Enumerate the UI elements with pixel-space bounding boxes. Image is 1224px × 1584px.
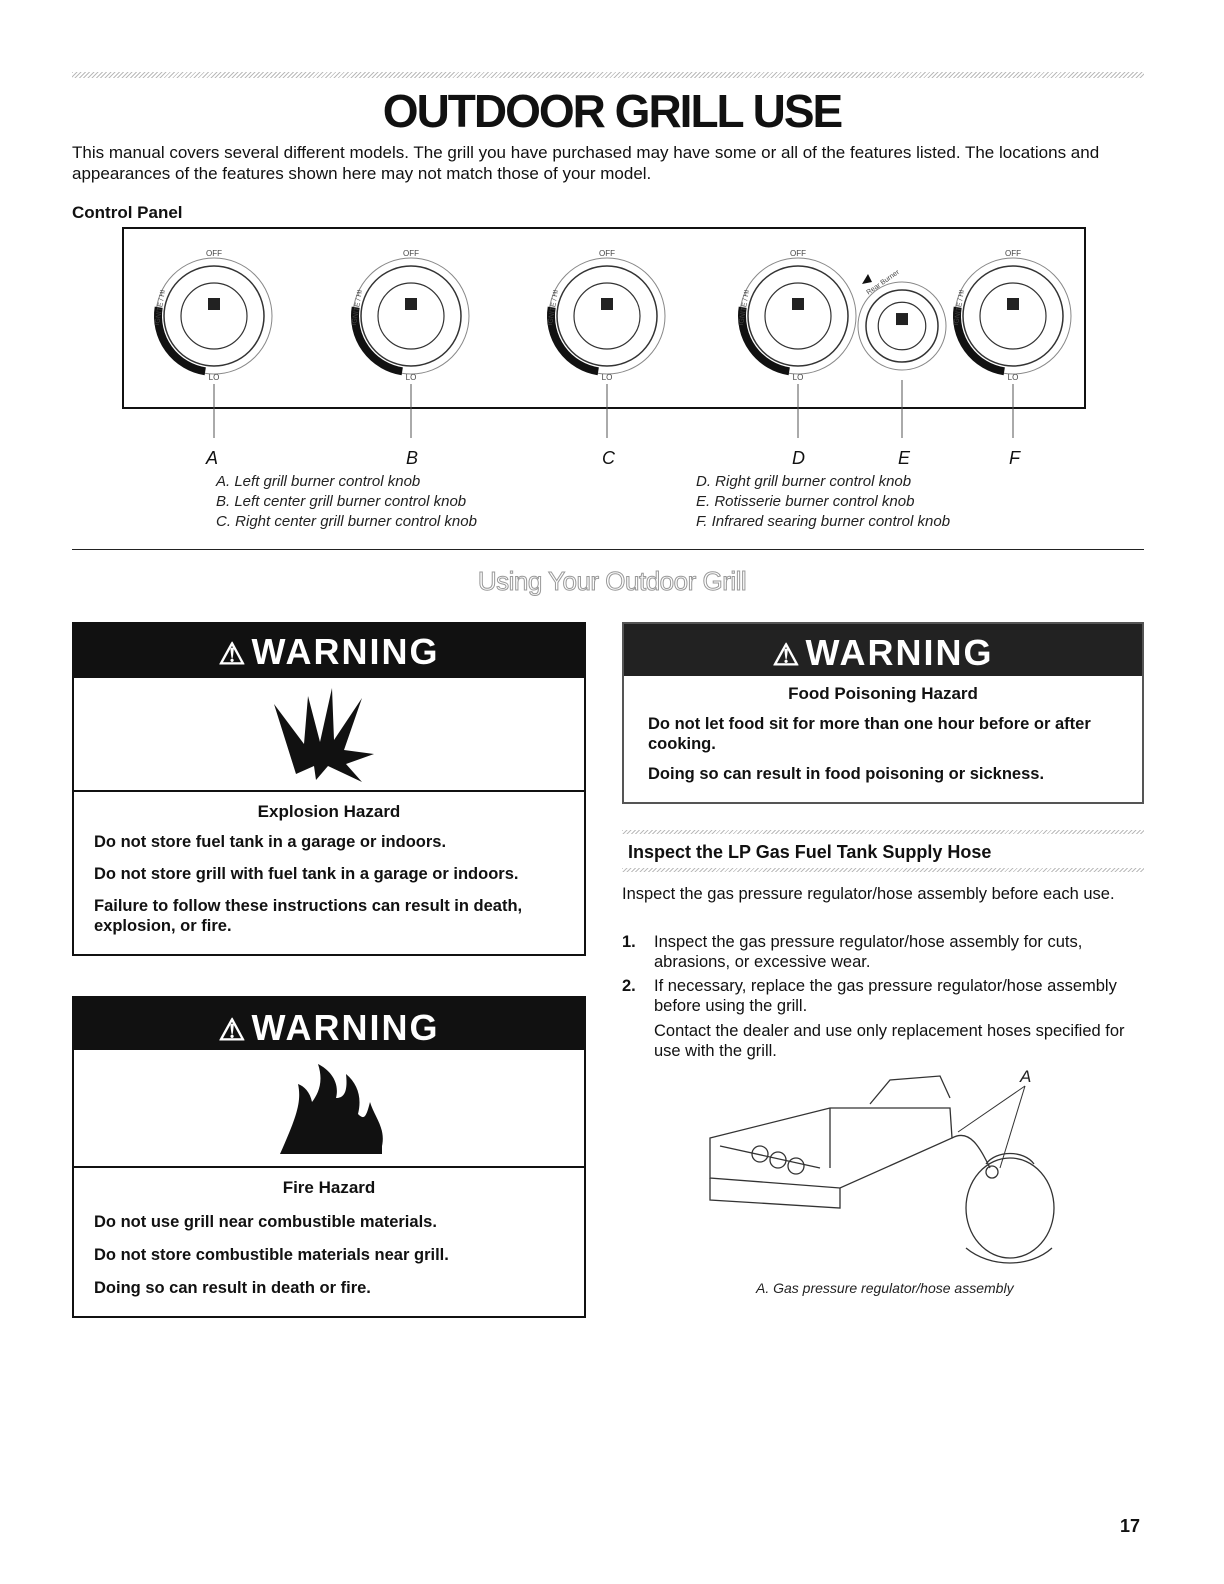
step-number: 2. (622, 977, 636, 995)
hazard-line: Do not store combustible materials near … (94, 1246, 449, 1264)
control-panel-heading: Control Panel (72, 203, 183, 222)
letter-f: F (1009, 448, 1020, 468)
letter-a: A (206, 448, 219, 468)
letter-e: E (898, 448, 911, 468)
knob-off-label: OFF (206, 249, 222, 258)
legend-item: D. Right grill burner control knob (696, 473, 912, 490)
warning-label: WARNING (805, 632, 994, 673)
letter-c: C (602, 448, 615, 468)
hazard-title: Explosion Hazard (257, 802, 401, 821)
legend-item: F. Infrared searing burner control knob (696, 513, 951, 530)
warning-explosion: ⚠WARNING Explosion Hazard Do not store f… (72, 622, 586, 956)
hazard-title: Fire Hazard (282, 1178, 376, 1197)
warning-banner: ⚠WARNING (74, 998, 584, 1050)
knob-lo-label: LO (602, 373, 613, 382)
legend-right: D. Right grill burner control knob E. Ro… (696, 472, 950, 532)
section-title: Using Your Outdoor Grill (477, 566, 747, 597)
warning-body: Food Poisoning Hazard Do not let food si… (630, 676, 1136, 800)
section-divider (72, 549, 1144, 550)
step-number: 1. (622, 933, 636, 951)
page-title: OUTDOOR GRILL USE (382, 85, 843, 137)
knob-lo-label: LO (1008, 373, 1019, 382)
flame-icon (862, 274, 872, 284)
warning-banner: ⚠WARNING (74, 624, 584, 678)
grill-tank-illustration: A (709, 1068, 1055, 1264)
knob-lo-label: LO (406, 373, 417, 382)
control-panel-figure (122, 227, 1086, 409)
step-note: Contact the dealer and use only replacem… (654, 1022, 1125, 1060)
knob-off-label: OFF (1005, 249, 1021, 258)
legend-item: C. Right center grill burner control kno… (216, 513, 477, 530)
warning-triangle-icon: ⚠ (218, 638, 248, 671)
fire-icon (280, 1064, 383, 1154)
warning-banner: ⚠WARNING (624, 624, 1142, 676)
knob-off-label: OFF (790, 249, 806, 258)
hazard-line: Do not store fuel tank in a garage or in… (94, 833, 447, 851)
hazard-line: Do not let food sit for more than one ho… (648, 715, 1091, 753)
explosion-icon (274, 688, 374, 782)
intro-paragraph: This manual covers several different mod… (72, 143, 1100, 183)
letter-b: B (406, 448, 419, 468)
warning-food-poisoning: ⚠WARNING Food Poisoning Hazard Do not le… (622, 622, 1144, 804)
warning-label: WARNING (251, 1007, 440, 1048)
subsection-rule (622, 868, 1144, 872)
legend-item: B. Left center grill burner control knob (216, 493, 467, 510)
step-text: Inspect the gas pressure regulator/hose … (654, 933, 1083, 971)
hazard-symbol-area (74, 1050, 584, 1168)
legend-item: A. Left grill burner control knob (216, 473, 421, 490)
letter-d: D (792, 448, 805, 468)
warning-fire: ⚠WARNING Fire Hazard Do not use grill ne… (72, 996, 586, 1318)
legend-left: A. Left grill burner control knob B. Lef… (216, 472, 477, 532)
warning-triangle-icon: ⚠ (772, 639, 802, 672)
hazard-symbol-area (74, 678, 584, 792)
legend-item: E. Rotisserie burner control knob (696, 493, 915, 510)
figure-caption: A. Gas pressure regulator/hose assembly (756, 1280, 1014, 1296)
hazard-line: Doing so can result in death or fire. (94, 1279, 371, 1297)
knob-off-label: OFF (403, 249, 419, 258)
knob-lo-label: LO (793, 373, 804, 382)
hazard-line: Do not store grill with fuel tank in a g… (94, 865, 519, 883)
warning-label: WARNING (251, 631, 440, 672)
hazard-line: Failure to follow these instructions can… (94, 897, 523, 935)
step-text: If necessary, replace the gas pressure r… (654, 977, 1117, 1015)
knob-off-label: OFF (599, 249, 615, 258)
hazard-line: Doing so can result in food poisoning or… (648, 765, 1045, 783)
page-number: 17 (1120, 1516, 1141, 1536)
hazard-line: Do not use grill near combustible materi… (94, 1213, 437, 1231)
subsection-rule (622, 830, 1144, 834)
figure-letter: A (1019, 1068, 1031, 1086)
warning-triangle-icon: ⚠ (218, 1014, 248, 1047)
inspect-heading: Inspect the LP Gas Fuel Tank Supply Hose (628, 842, 992, 862)
knob-lo-label: LO (209, 373, 220, 382)
knob-e[interactable]: Rear Burner (857, 269, 947, 371)
inspect-intro: Inspect the gas pressure regulator/hose … (622, 885, 1115, 903)
hazard-title: Food Poisoning Hazard (788, 684, 978, 703)
top-rule (72, 72, 1144, 78)
